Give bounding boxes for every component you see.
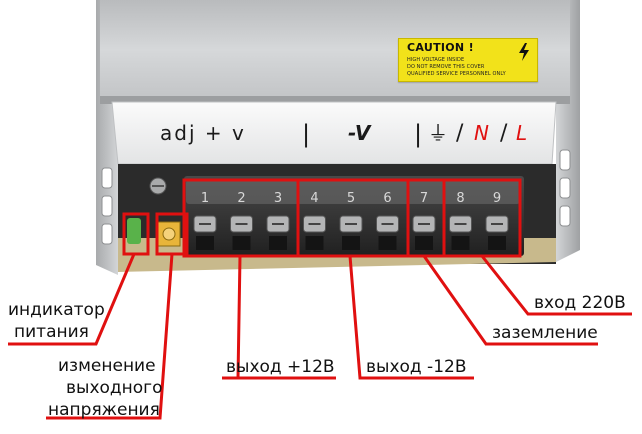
- separator: |: [414, 120, 422, 148]
- label-input: вход 220В: [534, 293, 626, 313]
- label-ground: заземление: [492, 323, 598, 343]
- lightning-icon: [519, 43, 529, 61]
- n-label: N: [474, 121, 489, 145]
- label-output-plus: выход +12В: [226, 357, 335, 377]
- terminal-jaw: [451, 236, 470, 250]
- leader-ground: [422, 255, 598, 346]
- label-indicator-line2: питания: [14, 322, 89, 342]
- leader-minus: [348, 255, 474, 380]
- terminal-screws: 1 2 3 4 5 6 7 8 9: [193, 191, 509, 250]
- minus-v-label: -V: [348, 121, 372, 145]
- separator: /: [456, 121, 464, 146]
- terminal-jaw: [196, 236, 214, 250]
- terminal-number: 5: [347, 191, 355, 206]
- terminal-number: 9: [493, 191, 501, 206]
- leader-lines: [8, 253, 632, 420]
- leader-indicator: [8, 253, 136, 346]
- leader-plus: [222, 255, 336, 380]
- terminal-jaw: [305, 236, 324, 250]
- terminal-jaw: [488, 236, 506, 250]
- adj-label: adj + v: [160, 121, 246, 145]
- led-indicator: [127, 218, 141, 244]
- caution-title: CAUTION !: [407, 41, 474, 54]
- label-voltage-line2: выходного: [66, 378, 163, 398]
- label-indicator-line1: индикатор: [8, 300, 105, 320]
- label-output-minus: выход -12В: [366, 357, 467, 377]
- terminal-number: 8: [456, 191, 464, 206]
- terminal-number: 4: [310, 191, 318, 206]
- lid-lip: [100, 96, 570, 104]
- caution-line: HIGH VOLTAGE INSIDE: [407, 57, 465, 63]
- label-voltage-line3: напряжения: [48, 400, 160, 420]
- terminal-number: 6: [383, 191, 391, 206]
- caution-line: QUALIFIED SERVICE PERSONNEL ONLY: [407, 71, 506, 77]
- terminal-number: 1: [201, 191, 209, 206]
- ground-symbol: ⏚: [428, 121, 448, 145]
- terminal-jaw: [342, 236, 360, 250]
- label-voltage-line1: изменение: [58, 356, 156, 376]
- terminal-jaw: [415, 236, 433, 250]
- separator: /: [500, 121, 508, 146]
- terminal-number: 7: [420, 191, 428, 206]
- vent-slots-left: [101, 167, 133, 245]
- box-led: [122, 212, 150, 256]
- terminal-jaw: [269, 236, 287, 250]
- terminal-jaw: [378, 236, 397, 250]
- terminal-jaw: [232, 236, 251, 250]
- terminal-number: 3: [274, 191, 282, 206]
- l-label: L: [516, 121, 527, 145]
- terminal-number: 2: [237, 191, 245, 206]
- caution-line: DO NOT REMOVE THIS COVER: [407, 64, 485, 70]
- separator: |: [302, 120, 310, 148]
- leader-voltage: [46, 253, 174, 420]
- leader-input: [480, 255, 632, 316]
- caution-sticker: CAUTION ! HIGH VOLTAGE INSIDE DO NOT REM…: [398, 38, 538, 82]
